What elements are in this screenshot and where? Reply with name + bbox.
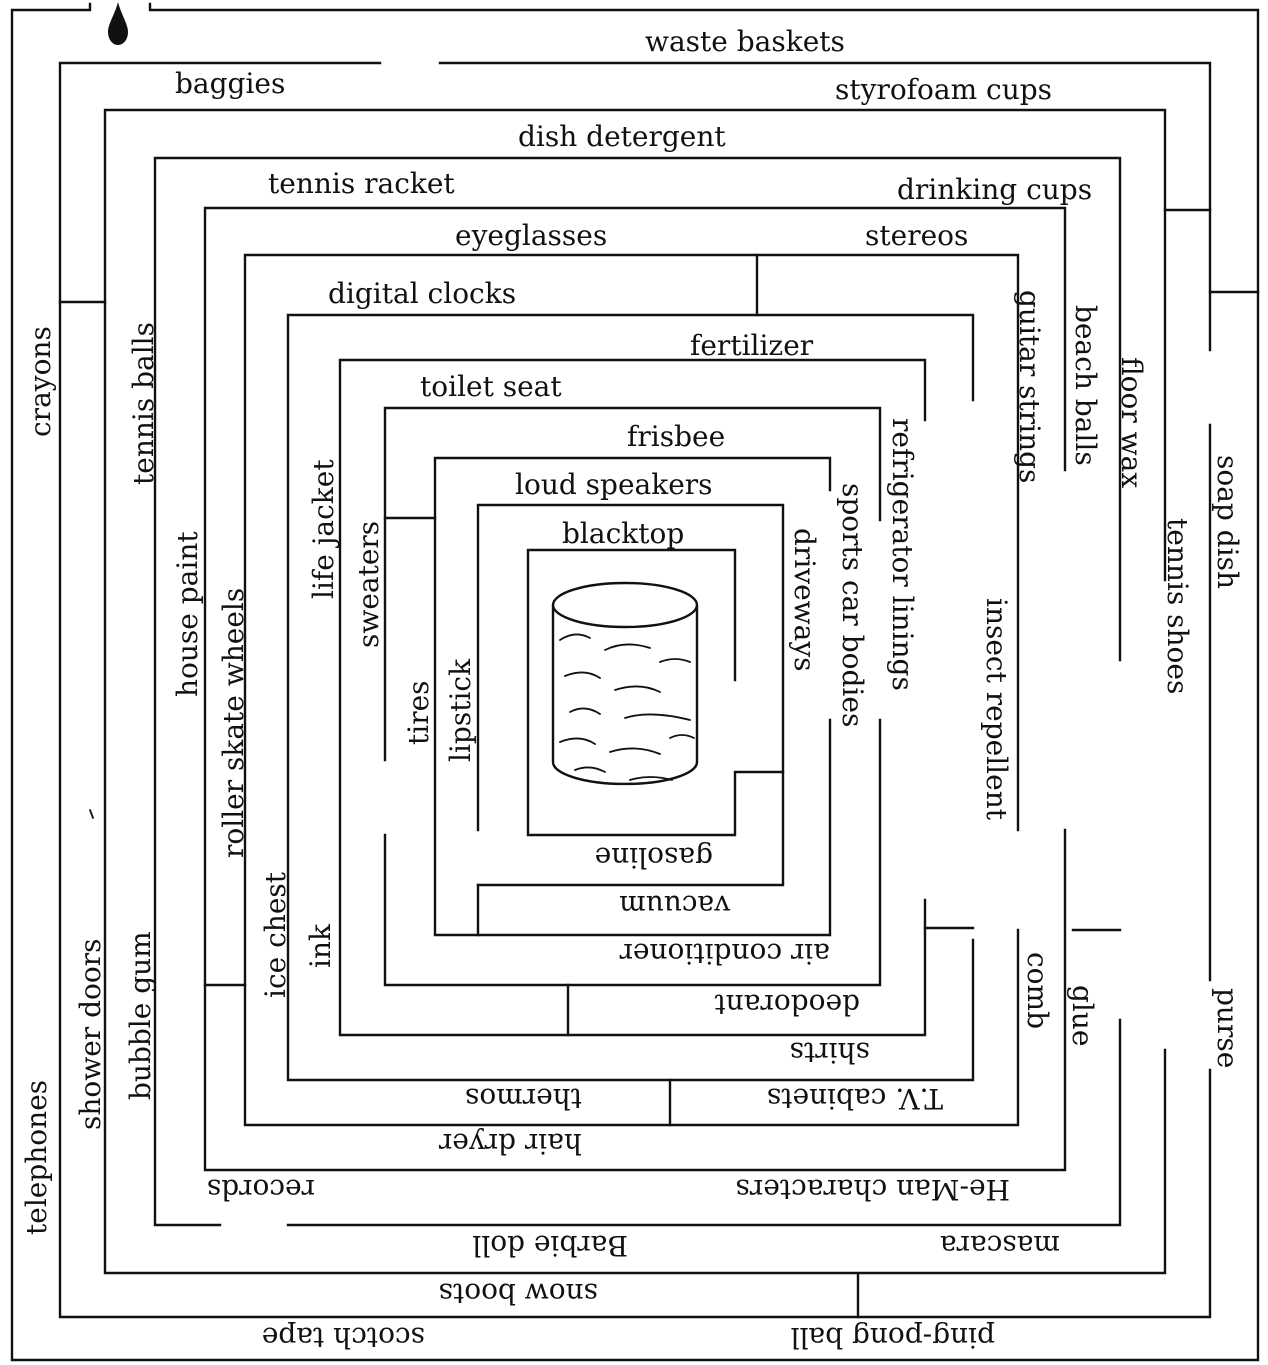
label-eyeglasses: eyeglasses <box>455 219 607 252</box>
maze-labels-right: guitar strings beach balls floor wax soa… <box>788 290 1244 1068</box>
connector-walls <box>58 208 1260 1319</box>
label-baggies: baggies <box>175 67 285 100</box>
oil-drop-icon <box>108 2 128 45</box>
label-shower-doors: shower doors <box>74 939 107 1130</box>
label-glue: glue <box>1066 985 1099 1046</box>
label-toilet-seat: toilet seat <box>420 370 562 403</box>
ring-8-wall <box>383 406 882 987</box>
ring-1-wall <box>58 61 1212 1319</box>
label-floor-wax: floor wax <box>1115 357 1148 488</box>
ring-2-wall <box>103 108 1167 1275</box>
label-house-paint: house paint <box>171 531 204 697</box>
label-soap-dish: soap dish <box>1211 455 1244 589</box>
label-records: records <box>207 1173 315 1206</box>
label-life-jacket: life jacket <box>307 459 340 599</box>
label-thermos: thermos <box>465 1082 582 1115</box>
label-mascara: mascara <box>940 1229 1060 1262</box>
maze-labels: waste baskets baggies styrofoam cups dis… <box>175 25 1092 550</box>
label-stereos: stereos <box>865 219 968 252</box>
label-air-conditioner: air conditioner <box>619 937 830 970</box>
label-ping-pong-ball: ping-pong ball <box>790 1321 995 1354</box>
ring-11-wall <box>526 548 785 837</box>
label-snow-boots: snow boots <box>439 1277 598 1310</box>
label-styrofoam-cups: styrofoam cups <box>835 73 1052 106</box>
label-drinking-cups: drinking cups <box>897 173 1092 206</box>
label-he-man-characters: He-Man characters <box>736 1173 1011 1206</box>
label-deodorant: deodorant <box>714 988 860 1021</box>
label-tennis-shoes: tennis shoes <box>1161 518 1194 694</box>
label-roller-skate-wheels: roller skate wheels <box>217 588 250 858</box>
label-refrigerator-linings: refrigerator linings <box>886 418 919 691</box>
maze-walls <box>10 2 1260 1362</box>
label-frisbee: frisbee <box>627 420 725 453</box>
stray-mark <box>89 809 94 819</box>
maze-labels-left: crayons tennis balls house paint roller … <box>20 322 477 1235</box>
label-barbie-doll: Barbie doll <box>472 1229 628 1262</box>
label-shirts: shirts <box>790 1036 870 1069</box>
label-hair-dryer: hair dryer <box>438 1127 582 1160</box>
label-purse: purse <box>1211 988 1244 1068</box>
label-sports-car-bodies: sports car bodies <box>836 483 869 727</box>
ring-5-wall <box>243 253 1020 1127</box>
ring-6-wall <box>286 313 975 1082</box>
label-tennis-racket: tennis racket <box>268 167 455 200</box>
label-digital-clocks: digital clocks <box>328 277 516 310</box>
label-crayons: crayons <box>24 326 57 437</box>
ring-7-wall <box>338 358 927 1037</box>
label-guitar-strings: guitar strings <box>1013 290 1046 483</box>
label-driveways: driveways <box>788 528 821 672</box>
label-blacktop: blacktop <box>562 517 684 550</box>
ring-9-wall <box>433 456 832 937</box>
ring-3-wall <box>153 156 1122 1227</box>
oil-barrel-icon <box>551 581 699 786</box>
label-waste-baskets: waste baskets <box>645 25 845 58</box>
label-fertilizer: fertilizer <box>690 329 814 362</box>
ring-10-wall <box>476 503 785 887</box>
label-tires: tires <box>402 680 435 745</box>
label-ink: ink <box>304 923 337 968</box>
label-scotch-tape: scotch tape <box>262 1321 425 1354</box>
label-telephones: telephones <box>20 1080 53 1235</box>
label-tennis-balls: tennis balls <box>127 322 160 485</box>
label-sweaters: sweaters <box>352 521 385 648</box>
label-gasoline: gasoline <box>595 841 713 874</box>
label-comb: comb <box>1021 952 1054 1029</box>
label-tv-cabinets: T.V. cabinets <box>767 1082 943 1115</box>
ring-4-wall <box>203 206 1067 1172</box>
label-insect-repellent: insect repellent <box>980 598 1013 821</box>
label-beach-balls: beach balls <box>1069 305 1102 466</box>
label-vacuum: vacuum <box>619 889 731 922</box>
maze-labels-inverted: gasoline vacuum air conditioner deodoran… <box>207 841 1060 1354</box>
label-bubble-gum: bubble gum <box>124 931 157 1100</box>
outer-wall <box>10 2 1260 1362</box>
label-dish-detergent: dish detergent <box>518 120 726 153</box>
label-lipstick: lipstick <box>444 658 477 762</box>
label-loud-speakers: loud speakers <box>515 468 713 501</box>
label-ice-chest: ice chest <box>259 871 292 998</box>
